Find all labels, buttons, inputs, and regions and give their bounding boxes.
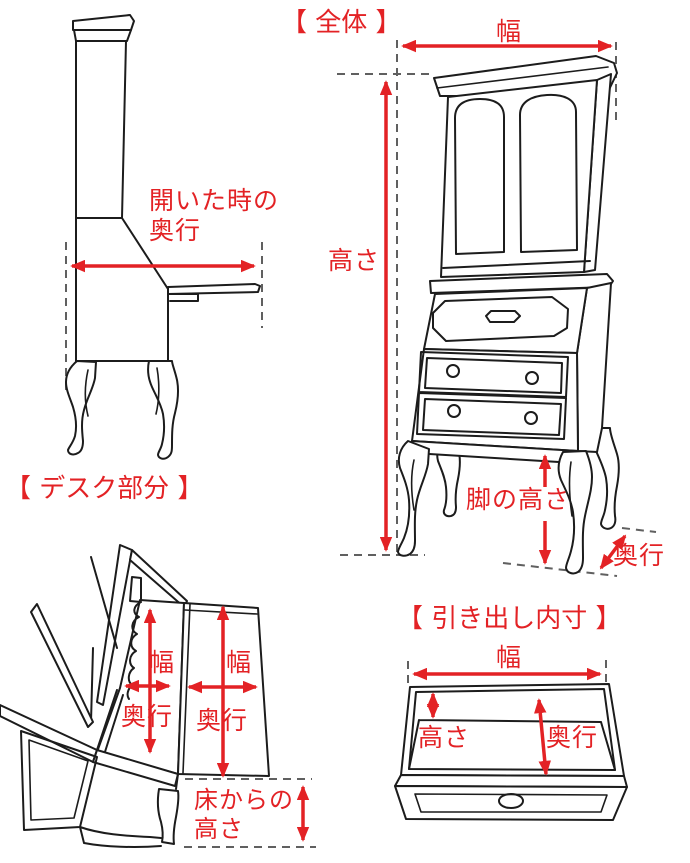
side-bookcase-body — [75, 40, 127, 219]
desk-title: 【 デスク部分 】 — [5, 474, 204, 504]
side-loper — [169, 293, 199, 302]
drawer-depth-arrow — [534, 698, 551, 776]
drawer-height-label: 高さ — [418, 723, 471, 752]
desk-floor-height-label: 床からの 高さ — [194, 786, 294, 843]
overall-depth-label: 奥行 — [613, 541, 666, 570]
overall-back-right-leg — [593, 427, 620, 530]
drawer-drawing — [394, 660, 628, 821]
overall-fall-front-panel — [432, 296, 569, 342]
overall-depth-dashed-line — [621, 527, 657, 533]
side-front-leg — [65, 360, 97, 456]
side-rear-leg — [147, 360, 180, 460]
overall-drawer-knob — [524, 411, 538, 425]
drawer-depth-label: 奥行 — [546, 723, 599, 752]
desk-front-foot — [156, 788, 180, 845]
overall-depth-arrow — [599, 534, 627, 570]
overall-height-label: 高さ — [328, 246, 381, 275]
side-desk-body — [75, 217, 169, 362]
drawer-title: 【 引き出し内寸 】 — [397, 604, 622, 634]
drawer-interior — [408, 719, 616, 771]
overall-front-right-leg — [557, 450, 593, 575]
side-cornice — [72, 14, 135, 31]
overall-drawer-1 — [424, 357, 563, 394]
drawer-knob — [498, 793, 524, 809]
desk-back-panel — [96, 544, 133, 706]
desk-flap-depth-label: 奥行 — [196, 706, 249, 735]
overall-width-label: 幅 — [496, 17, 523, 46]
overall-left-door-panel — [454, 98, 505, 255]
desk-inner-depth-label: 奥行 — [121, 702, 174, 731]
side-open-depth-label: 開いた時の 奥行 — [149, 186, 280, 245]
desk-flap-width-label: 幅 — [226, 648, 253, 677]
drawer-width-label: 幅 — [496, 643, 523, 672]
overall-right-door-panel — [519, 93, 578, 253]
overall-back-left-leg — [436, 439, 461, 518]
side-view-drawing — [65, 14, 263, 460]
overall-drawer-2 — [422, 398, 562, 436]
desk-inner-width-label: 幅 — [149, 648, 176, 677]
overall-flap-handle — [485, 310, 521, 323]
overall-leg-height-label: 脚の高さ — [466, 485, 571, 514]
overall-drawer-knob — [525, 371, 539, 385]
overall-drawer-knob — [447, 404, 461, 418]
overall-title: 【 全体 】 — [281, 8, 402, 38]
overall-bookcase-front — [440, 79, 598, 278]
side-open-flap — [167, 283, 261, 295]
desk-apron — [79, 826, 162, 848]
overall-foot-dashed-line — [502, 562, 618, 577]
overall-drawer-knob — [446, 364, 460, 378]
drawer-front — [394, 785, 628, 821]
desk-stay — [30, 603, 94, 728]
overall-drawing — [337, 39, 657, 577]
desk-drawing — [0, 544, 316, 848]
overall-front-left-leg — [397, 440, 430, 557]
